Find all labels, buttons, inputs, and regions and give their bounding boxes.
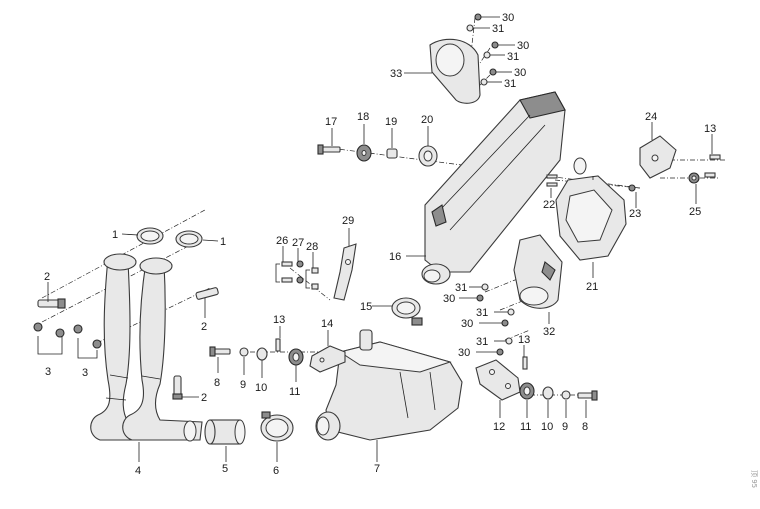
label-19: 19 xyxy=(385,116,397,128)
washer-9-left xyxy=(239,347,249,357)
label-30-f: 30 xyxy=(458,347,470,359)
grommet-20 xyxy=(418,145,438,167)
label-11-left: 11 xyxy=(289,386,300,398)
heat-shield-21 xyxy=(555,157,627,261)
washer-18 xyxy=(356,144,372,162)
label-13-left: 13 xyxy=(273,314,285,326)
label-13-right: 13 xyxy=(518,334,530,346)
clamp-15 xyxy=(391,297,423,326)
label-5: 5 xyxy=(222,463,228,475)
label-30-a: 30 xyxy=(502,12,514,24)
label-31-f: 31 xyxy=(476,336,488,348)
label-12: 12 xyxy=(493,421,505,433)
spacer-10-right xyxy=(542,386,554,400)
label-7: 7 xyxy=(374,463,380,475)
spacer-19 xyxy=(386,148,398,159)
pipe-clamp xyxy=(260,411,294,442)
label-31-a: 31 xyxy=(492,23,504,35)
bolt-22 xyxy=(546,174,558,187)
bolt-13-left xyxy=(275,338,281,352)
o2-sensor-lower xyxy=(172,375,183,400)
label-10-left: 10 xyxy=(255,382,267,394)
label-3-left: 3 xyxy=(45,366,51,378)
gasket-left xyxy=(136,227,164,245)
label-15: 15 xyxy=(360,301,372,313)
label-23: 23 xyxy=(629,208,641,220)
washer-9-right xyxy=(561,390,571,400)
label-25: 25 xyxy=(689,206,701,218)
label-31-d: 31 xyxy=(455,282,467,294)
bolt-8-right xyxy=(577,390,598,401)
bracket-24 xyxy=(639,135,677,179)
gasket-right xyxy=(175,230,203,248)
end-cap-32 xyxy=(513,234,563,309)
label-9-left: 9 xyxy=(240,379,246,391)
header-pipes xyxy=(90,253,203,442)
label-14: 14 xyxy=(321,318,333,330)
nut-25 xyxy=(688,172,700,184)
label-17: 17 xyxy=(325,116,337,128)
part-labels: 1 1 2 2 2 3 3 4 5 6 7 8 9 10 11 13 14 15… xyxy=(44,12,716,477)
bolt-13-right xyxy=(522,356,528,370)
label-22: 22 xyxy=(543,199,555,211)
label-13-top: 13 xyxy=(704,123,716,135)
label-3-right: 3 xyxy=(82,367,88,379)
label-26: 26 xyxy=(276,235,288,247)
bolt-8-left xyxy=(209,346,231,357)
label-30-d: 30 xyxy=(443,293,455,305)
pre-muffler xyxy=(315,329,463,441)
connector-sleeve xyxy=(204,419,246,445)
watermark: 顶 95 xyxy=(750,470,758,488)
nut-23 xyxy=(628,184,636,192)
label-33: 33 xyxy=(390,68,402,80)
label-16: 16 xyxy=(389,251,401,263)
o2-sensor-left xyxy=(37,298,66,309)
label-24: 24 xyxy=(645,111,657,123)
leader-lines xyxy=(37,16,713,462)
label-8-right: 8 xyxy=(582,421,588,433)
bolt-13-top xyxy=(704,154,721,178)
hanger-29 xyxy=(333,243,357,301)
label-8-left: 8 xyxy=(214,377,220,389)
o2-sensor-right xyxy=(195,287,219,300)
hardware-26-28 xyxy=(281,260,319,290)
label-6: 6 xyxy=(273,465,279,477)
label-1-right: 1 xyxy=(220,236,226,248)
silencer-body xyxy=(421,91,566,285)
bushing-11-right xyxy=(519,382,535,400)
label-18: 18 xyxy=(357,111,369,123)
bracket-14 xyxy=(309,345,346,373)
label-11-right: 11 xyxy=(520,421,531,433)
bushing-11-left xyxy=(288,348,304,366)
label-32: 32 xyxy=(543,326,555,338)
label-29: 29 xyxy=(342,215,354,227)
label-28: 28 xyxy=(306,241,318,253)
bolt-17 xyxy=(317,144,341,155)
label-30-c: 30 xyxy=(514,67,526,79)
label-10-right: 10 xyxy=(541,421,553,433)
label-1-left: 1 xyxy=(112,229,118,241)
label-2-right: 2 xyxy=(201,321,207,333)
label-20: 20 xyxy=(421,114,433,126)
label-27: 27 xyxy=(292,237,304,249)
label-2-left: 2 xyxy=(44,271,50,283)
label-2-lower: 2 xyxy=(201,392,207,404)
end-cap-33 xyxy=(429,38,481,104)
label-9-right: 9 xyxy=(562,421,568,433)
bracket-12 xyxy=(475,359,521,401)
label-31-e: 31 xyxy=(476,307,488,319)
label-31-b: 31 xyxy=(507,51,519,63)
label-21: 21 xyxy=(586,281,598,293)
label-31-c: 31 xyxy=(504,78,516,90)
flange-nuts xyxy=(33,322,102,349)
label-30-b: 30 xyxy=(517,40,529,52)
spacer-10-left xyxy=(256,347,268,361)
label-30-e: 30 xyxy=(461,318,473,330)
label-4: 4 xyxy=(135,465,141,477)
